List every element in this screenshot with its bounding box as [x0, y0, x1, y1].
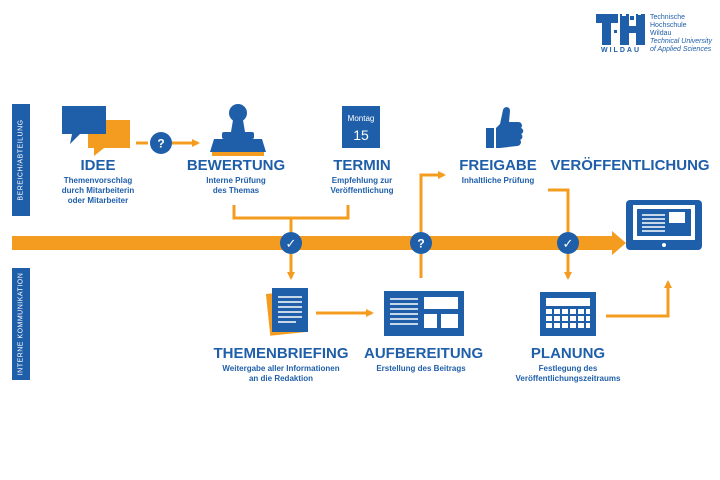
merge-bracket [232, 205, 350, 232]
step-freigabe-title: FREIGABE [459, 157, 537, 174]
question-marker-1: ? [150, 132, 172, 154]
thumbs-up-icon [486, 107, 524, 148]
check-marker-1-text: ✓ [286, 237, 297, 252]
connector-freigabe-down [548, 188, 570, 232]
step-aufbereitung-title: AUFBEREITUNG [364, 345, 484, 362]
logo-line: Technical University [650, 38, 712, 45]
logo-mark-icon [596, 12, 645, 45]
step-planung-desc: Festlegung des Veröffentlichungszeitraum… [515, 364, 621, 383]
check-marker-2-text: ✓ [563, 237, 574, 252]
logo-line: Wildau [650, 30, 672, 37]
speech-bubbles-icon [62, 106, 130, 156]
step-bewertung-desc: Interne Prüfung des Themas [206, 176, 266, 195]
step-themenbriefing-title: THEMENBRIEFING [213, 345, 349, 362]
check-marker-1: ✓ [280, 232, 302, 254]
logo-line: of Applied Sciences [650, 46, 712, 53]
connector-to-veroeffentlichung [606, 280, 672, 318]
calendar-date: 15 [353, 127, 369, 143]
step-freigabe-desc: Inhaltliche Prüfung [461, 176, 535, 185]
check-marker-2: ✓ [557, 232, 579, 254]
step-idee-title: IDEE [80, 157, 116, 174]
side-label-department: BEREICH/ABTEILUNG [12, 104, 30, 216]
side-label-internal-communication: INTERNE KOMMUNIKATION [12, 268, 30, 380]
calendar-page-icon: Montag 15 [342, 106, 380, 148]
question-marker-2: ? [410, 232, 432, 254]
connector-to-freigabe [419, 171, 446, 232]
monitor-icon [626, 200, 702, 250]
step-aufbereitung-desc: Erstellung des Beitrags [376, 364, 466, 373]
logo-line: Technische [650, 14, 686, 21]
step-bewertung-title: BEWERTUNG [186, 157, 286, 174]
timeline-arrow [12, 231, 626, 255]
question-marker-2-text: ? [417, 237, 424, 251]
step-termin-desc: Empfehlung zur Veröffentlichung [330, 176, 394, 195]
step-idee-desc: Themenvorschlag durch Mitarbeiterin oder… [61, 176, 135, 205]
step-planung-title: PLANUNG [530, 345, 606, 362]
step-themenbriefing-desc: Weitergabe aller Informationen an die Re… [222, 364, 340, 383]
page-layout-icon [384, 291, 464, 336]
calendar-day: Montag [348, 114, 375, 123]
logo-text: Technische Hochschule Wildau Technical U… [650, 14, 720, 54]
question-marker-1-text: ? [157, 137, 164, 151]
logo-line: Hochschule [650, 22, 687, 29]
calendar-grid-icon [540, 292, 596, 336]
logo-wordmark: WILDAU [601, 47, 641, 54]
university-logo: WILDAU Technische Hochschule Wildau Tech… [594, 12, 714, 58]
stamp-icon [210, 104, 266, 156]
step-termin-title: TERMIN [333, 157, 391, 174]
step-veroeffentlichung-title: VERÖFFENTLICHUNG [550, 157, 710, 174]
documents-icon [265, 288, 308, 336]
